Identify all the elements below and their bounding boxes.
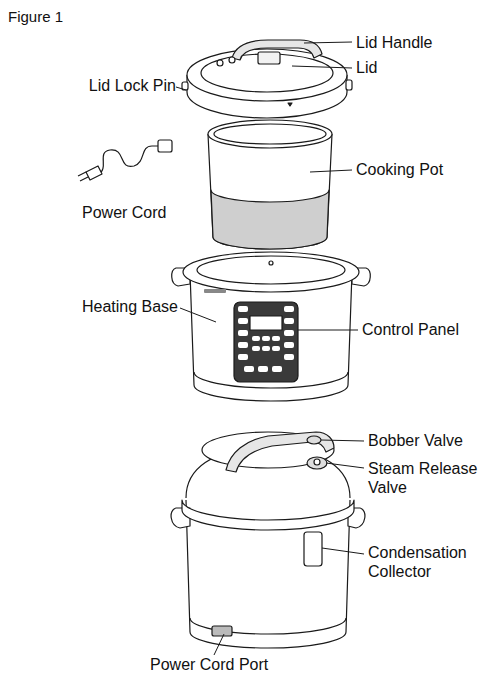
assembled-cooker-drawing xyxy=(171,432,365,648)
part-label: Condensation Collector xyxy=(368,543,478,581)
leader-lines xyxy=(176,42,364,655)
power-cord-drawing xyxy=(78,140,172,181)
part-label: Bobber Valve xyxy=(368,431,482,450)
part-label: Control Panel xyxy=(362,320,480,339)
figure-title: Figure 1 xyxy=(8,7,63,26)
part-label: Heating Base xyxy=(60,297,178,316)
heating-base-drawing xyxy=(172,252,371,401)
part-label: Lid Handle xyxy=(356,33,466,52)
lid-drawing xyxy=(182,40,352,118)
part-label: Power Cord Port xyxy=(150,655,310,674)
part-label: Power Cord xyxy=(82,203,192,222)
part-label: Lid Lock Pin xyxy=(60,76,176,95)
part-label: Cooking Pot xyxy=(356,160,466,179)
part-label: Lid xyxy=(356,58,436,77)
cooking-pot-drawing xyxy=(208,120,332,249)
part-label: Steam Release Valve xyxy=(368,459,480,497)
